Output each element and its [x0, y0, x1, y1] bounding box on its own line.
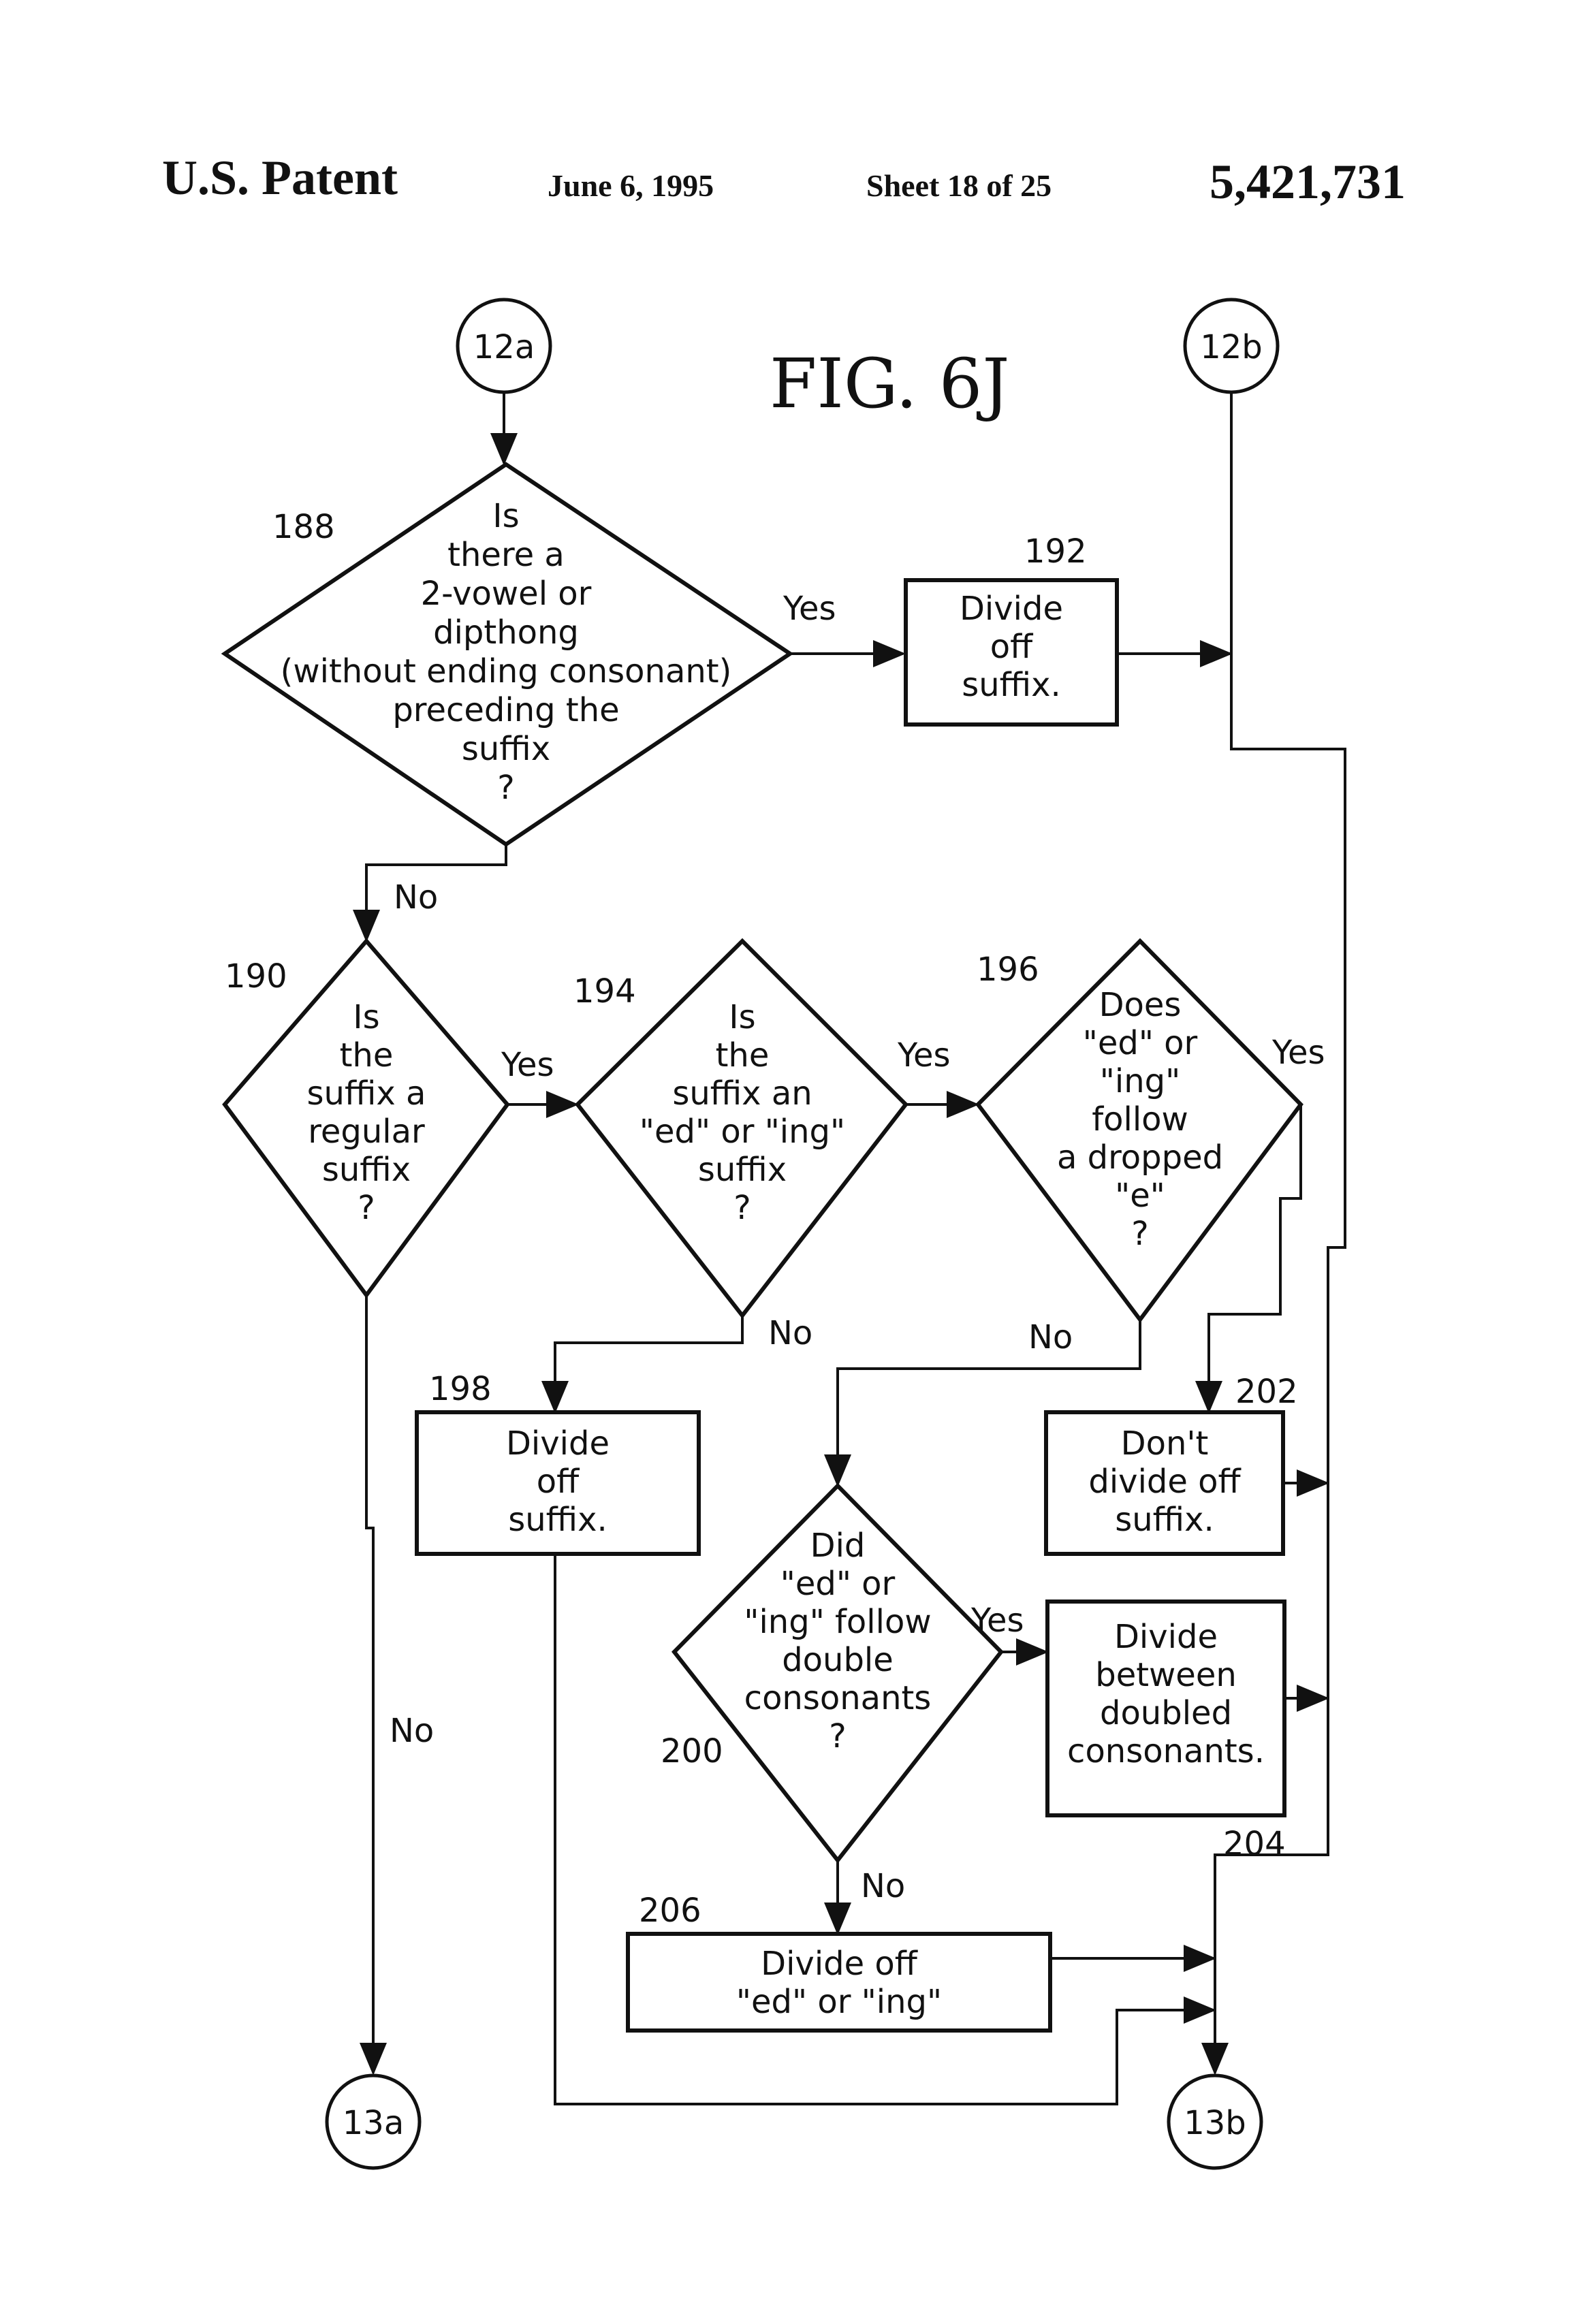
label-line: suffix.: [508, 1501, 607, 1539]
edge-label-190-yes: Yes: [501, 1046, 554, 1084]
label-line: Did: [810, 1527, 866, 1565]
label-line: "e": [1115, 1177, 1165, 1215]
label-line: Does: [1099, 986, 1182, 1024]
label-line: suffix: [698, 1151, 787, 1189]
edge-label-196-yes: Yes: [1271, 1034, 1325, 1072]
label-line: "ed" or: [1083, 1024, 1198, 1062]
label-line: ?: [358, 1189, 375, 1227]
label-line: Is: [492, 497, 519, 535]
label-line: a dropped: [1057, 1139, 1223, 1177]
label-line: Divide: [506, 1424, 610, 1463]
label-line: consonants.: [1067, 1732, 1265, 1770]
edge-label-200-no: No: [861, 1867, 905, 1905]
label-line: Divide off: [761, 1945, 918, 1983]
label-line: "ed" or "ing": [736, 1983, 942, 2021]
ref-198: 198: [429, 1370, 492, 1408]
label-line: (without ending consonant): [281, 652, 732, 690]
connector-12a: 12a: [458, 300, 550, 392]
decision-190-label: Isthesuffix aregularsuffix?: [307, 998, 426, 1227]
patent-title: U.S. Patent: [162, 150, 398, 206]
edge-label-194-no: No: [768, 1314, 812, 1352]
label-line: "ed" or: [780, 1565, 896, 1603]
label-line: between: [1095, 1656, 1237, 1694]
label-line: the: [340, 1036, 394, 1075]
label-line: double: [782, 1641, 894, 1679]
patent-date: June 6, 1995: [548, 168, 714, 204]
ref-196: 196: [977, 951, 1039, 989]
label-line: ?: [829, 1717, 846, 1755]
ref-200: 200: [661, 1732, 723, 1770]
decision-188-label: Isthere a2-vowel ordipthong(without endi…: [281, 497, 732, 807]
label-line: dipthong: [433, 614, 579, 652]
connector-label: 13a: [343, 2104, 405, 2142]
process-192-label: Divideoffsuffix.: [960, 590, 1063, 704]
edge-label-200-yes: Yes: [970, 1602, 1024, 1640]
connector-12b: 12b: [1185, 300, 1278, 392]
label-line: divide off: [1088, 1463, 1241, 1501]
sheet-number: Sheet 18 of 25: [866, 168, 1052, 204]
label-line: follow: [1092, 1100, 1188, 1139]
ref-192: 192: [1024, 532, 1087, 571]
label-line: ?: [733, 1189, 750, 1227]
label-line: Is: [353, 998, 379, 1036]
label-line: suffix: [322, 1151, 411, 1189]
figure-label: FIG. 6J: [770, 344, 1010, 424]
label-line: ?: [1131, 1215, 1148, 1253]
label-line: "ed" or "ing": [639, 1113, 845, 1151]
label-line: suffix an: [672, 1075, 812, 1113]
connector-label: 12b: [1200, 328, 1263, 366]
connector-label: 12a: [473, 328, 535, 366]
ref-206: 206: [639, 1892, 701, 1930]
ref-194: 194: [573, 972, 636, 1010]
process-202-label: Don'tdivide offsuffix.: [1088, 1424, 1241, 1539]
label-line: there a: [447, 536, 565, 574]
ref-188: 188: [272, 508, 335, 546]
label-line: the: [716, 1036, 770, 1075]
patent-number: 5,421,731: [1210, 154, 1406, 210]
label-line: Is: [729, 998, 755, 1036]
edge-label-188-yes: Yes: [783, 590, 836, 628]
label-line: 2-vowel or: [421, 575, 592, 613]
label-line: ?: [497, 769, 514, 807]
connector-13a: 13a: [327, 2075, 420, 2168]
edge-label-196-no: No: [1028, 1318, 1073, 1356]
label-line: "ing" follow: [744, 1603, 931, 1641]
label-line: suffix.: [1115, 1501, 1214, 1539]
label-line: consonants: [744, 1679, 932, 1717]
decision-194-label: Isthesuffix an"ed" or "ing"suffix?: [639, 998, 845, 1227]
decision-200-label: Did"ed" or"ing" followdoubleconsonants?: [744, 1527, 931, 1755]
process-204-label: Dividebetweendoubledconsonants.: [1067, 1618, 1265, 1770]
label-line: preceding the: [392, 691, 619, 729]
label-line: suffix.: [962, 666, 1061, 704]
label-line: Divide: [1114, 1618, 1218, 1656]
connector-13b: 13b: [1169, 2075, 1261, 2168]
edge-label-190-no: No: [390, 1712, 434, 1750]
ref-202: 202: [1235, 1373, 1298, 1411]
edge-label-188-no: No: [394, 878, 438, 917]
edge-label-194-yes: Yes: [897, 1036, 950, 1075]
ref-204: 204: [1223, 1825, 1286, 1863]
label-line: Don't: [1121, 1424, 1209, 1463]
label-line: doubled: [1100, 1694, 1232, 1732]
label-line: off: [537, 1463, 580, 1501]
label-line: off: [990, 628, 1033, 666]
label-line: suffix a: [307, 1075, 426, 1113]
decision-196-label: Does"ed" or"ing"followa dropped"e"?: [1057, 986, 1223, 1253]
label-line: regular: [308, 1113, 425, 1151]
label-line: Divide: [960, 590, 1063, 628]
process-198-label: Divideoffsuffix.: [506, 1424, 610, 1539]
ref-190: 190: [225, 957, 287, 996]
connector-label: 13b: [1184, 2104, 1246, 2142]
label-line: "ing": [1100, 1062, 1180, 1100]
label-line: suffix: [462, 730, 550, 768]
process-206-label: Divide off"ed" or "ing": [736, 1945, 942, 2021]
